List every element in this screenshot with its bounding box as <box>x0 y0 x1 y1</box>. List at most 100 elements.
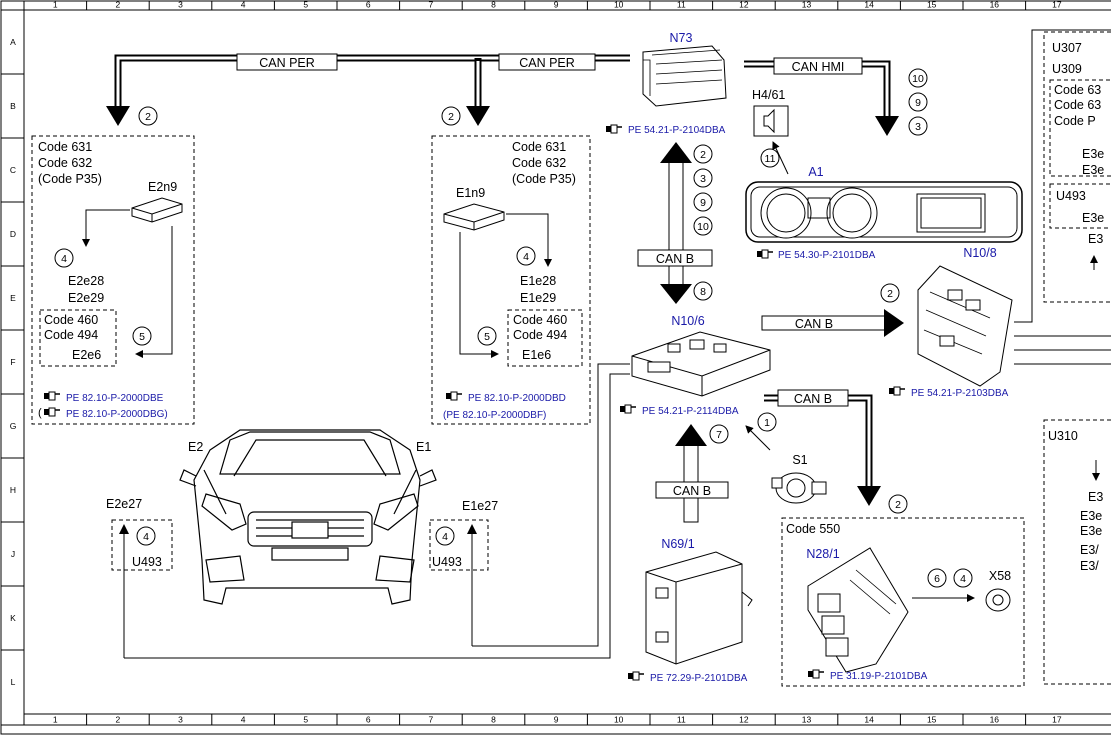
lighting-feedback-wires <box>123 363 630 659</box>
callout-a1-11: 11 <box>765 153 776 165</box>
far-u310-3: E3e <box>1080 524 1102 538</box>
can-b-n10-8-label: CAN B <box>795 317 833 331</box>
n10-6-module[interactable]: N10/6 PE 54.21-P-2114DBA <box>619 314 771 417</box>
left-ref-1[interactable]: PE 82.10-P-2000DBE <box>66 393 164 404</box>
grid-col-label: 10 <box>614 715 624 725</box>
grid-col-label: 15 <box>927 0 937 10</box>
right-code-494: Code 494 <box>513 328 567 342</box>
grid-col-label: 1 <box>53 715 58 725</box>
e2n9-label: E2n9 <box>148 180 177 194</box>
e2e6-label: E2e6 <box>72 348 101 362</box>
u493-left-label: U493 <box>132 555 162 569</box>
n28-1-ref[interactable]: PE 31.19-P-2101DBA <box>830 671 928 682</box>
far-u310-1: E3 <box>1088 490 1103 504</box>
callout-hmi-9: 9 <box>915 97 921 109</box>
x58-label: X58 <box>989 569 1011 583</box>
right-ref-2[interactable]: (PE 82.10-P-2000DBF) <box>443 410 546 421</box>
e1n9-module[interactable] <box>443 203 505 231</box>
n10-8-label: N10/8 <box>963 246 996 260</box>
far-code-1: Code 63 <box>1054 83 1101 97</box>
grid-col-label: 6 <box>366 0 371 10</box>
grid-col-label: 16 <box>990 0 1000 10</box>
h4-61-label: H4/61 <box>752 88 785 102</box>
a1-instrument-cluster[interactable]: A1 PE 54.30-P-2101DBA <box>745 165 1023 261</box>
right-headlamp-box: 2 Code 631 Code 632 (Code P35) E1n9 4 E1… <box>431 106 591 425</box>
grid-row-label: K <box>10 613 16 623</box>
grid-row-label: B <box>10 101 16 111</box>
far-lamp-1: E3e <box>1082 147 1104 161</box>
callout-left-5: 5 <box>139 331 145 343</box>
grid-col-label: 5 <box>303 0 308 10</box>
can-per-left-arrowhead <box>106 106 130 126</box>
callout-e1e27-4: 4 <box>442 531 448 543</box>
callout-canb-10: 10 <box>697 221 709 233</box>
grid-col-label: 12 <box>739 715 749 725</box>
grid-col-label: 14 <box>864 0 874 10</box>
callout-left-4: 4 <box>61 253 67 265</box>
grid-col-label: 8 <box>491 715 496 725</box>
s1-switch[interactable]: 1 S1 <box>745 412 827 504</box>
far-lamp-2: E3e <box>1082 163 1104 177</box>
left-code-631: Code 631 <box>38 140 92 154</box>
grid-col-label: 10 <box>614 0 624 10</box>
e1n9-label: E1n9 <box>456 186 485 200</box>
grid-row-label: G <box>10 421 17 431</box>
e1e29-label: E1e29 <box>520 291 556 305</box>
e1e27-group: E1e27 4 U493 <box>429 499 498 571</box>
right-ref-1[interactable]: PE 82.10-P-2000DBD <box>468 393 566 404</box>
grid-col-label: 15 <box>927 715 937 725</box>
n73-module[interactable]: N73 PE 54.21-P-2104DBA <box>605 31 727 136</box>
e1e28-label: E1e28 <box>520 274 556 288</box>
left-ref-2[interactable]: PE 82.10-P-2000DBG) <box>66 409 168 420</box>
n69-1-module[interactable]: N69/1 PE 72.29-P-2101DBA <box>627 537 753 684</box>
grid-col-label: 14 <box>864 715 874 725</box>
can-hmi-bus: CAN HMI 10 9 3 <box>744 57 928 136</box>
can-b-from-n69-bus: CAN B 7 <box>655 424 729 523</box>
grid-col-label: 9 <box>554 715 559 725</box>
e2n9-module[interactable] <box>131 197 183 223</box>
n73-ref[interactable]: PE 54.21-P-2104DBA <box>628 125 726 136</box>
a1-ref[interactable]: PE 54.30-P-2101DBA <box>778 250 876 261</box>
callout-right-5: 5 <box>484 331 490 343</box>
x58-connector-icon[interactable] <box>985 588 1011 612</box>
can-per-right-label: CAN PER <box>519 56 575 70</box>
n10-8-module[interactable]: N10/8 PE 54.21-P-2103DBA <box>888 29 1111 399</box>
grid-row-label: E <box>10 293 16 303</box>
callout-canb-3: 3 <box>700 173 706 185</box>
left-headlamp-box: 2 Code 631 Code 632 (Code P35) E2n9 4 E2… <box>31 106 195 425</box>
a1-label: A1 <box>808 165 823 179</box>
grid-row-label: H <box>10 485 16 495</box>
can-per-right-arrowhead <box>466 106 490 126</box>
callout-right-2: 2 <box>448 111 454 123</box>
n28-1-label[interactable]: N28/1 <box>806 547 839 561</box>
callout-right-4: 4 <box>523 251 529 263</box>
grid-col-label: 11 <box>677 715 686 725</box>
grid-col-label: 1 <box>53 0 58 10</box>
can-b-center-label: CAN B <box>656 252 694 266</box>
far-code-3: Code P <box>1054 114 1096 128</box>
grid-col-label: 5 <box>303 715 308 725</box>
n69-1-label: N69/1 <box>661 537 694 551</box>
h4-61-speaker[interactable]: H4/61 11 <box>752 88 789 175</box>
e2e27-group: E2e27 4 U493 <box>106 497 173 571</box>
e2-label: E2 <box>188 440 203 454</box>
n10-6-ref[interactable]: PE 54.21-P-2114DBA <box>642 406 739 417</box>
u493-far-label: U493 <box>1056 189 1086 203</box>
far-u310-5: E3/ <box>1080 559 1099 573</box>
n69-1-ref[interactable]: PE 72.29-P-2101DBA <box>650 673 748 684</box>
callout-left-2: 2 <box>145 111 151 123</box>
n10-8-ref[interactable]: PE 54.21-P-2103DBA <box>911 388 1009 399</box>
callout-n10-8-2: 2 <box>887 288 893 300</box>
far-lamp-3: E3e <box>1082 211 1104 225</box>
can-b-n69-label: CAN B <box>673 484 711 498</box>
far-u310-2: E3e <box>1080 509 1102 523</box>
far-lamp-4: E3 <box>1088 232 1103 246</box>
grid-col-label: 4 <box>241 715 246 725</box>
callout-hmi-3: 3 <box>915 121 921 133</box>
grid-col-label: 2 <box>116 715 121 725</box>
grid-row-label: F <box>10 357 15 367</box>
grid-col-label: 4 <box>241 0 246 10</box>
grid-col-label: 8 <box>491 0 496 10</box>
